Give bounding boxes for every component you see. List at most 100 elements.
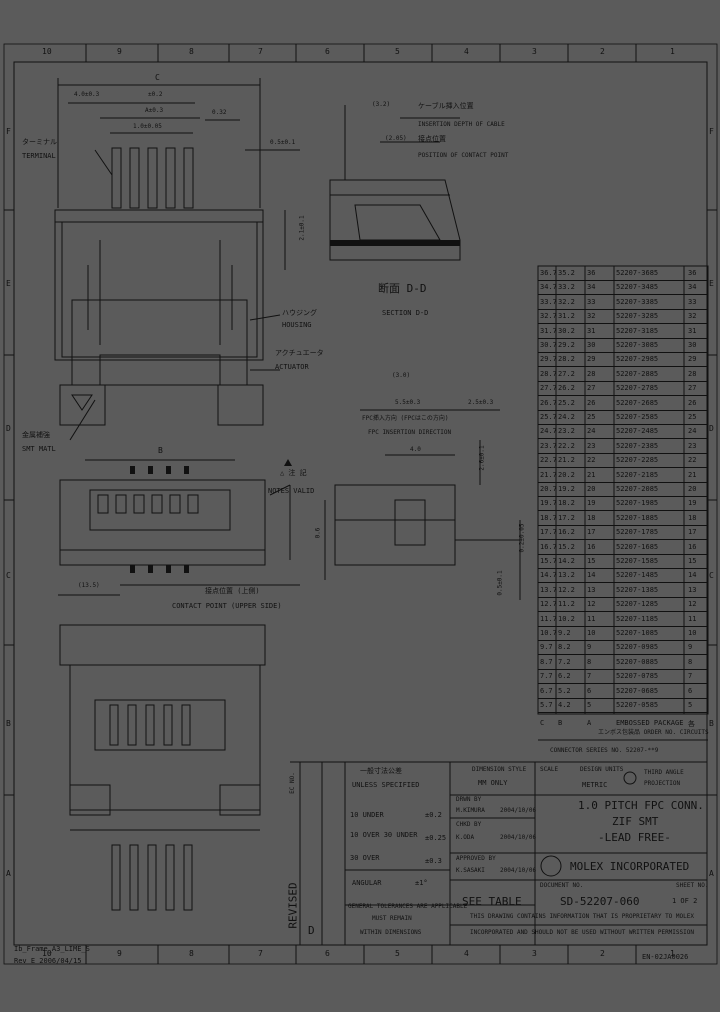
table-cell: 27	[688, 384, 697, 393]
ec-no: EC NO.	[288, 772, 296, 794]
tol1-range: 10 UNDER	[350, 811, 384, 819]
rev-letter: D	[308, 924, 315, 937]
table-cell: 29.7	[540, 355, 557, 364]
table-cell: 52207-2585	[616, 413, 659, 421]
table-cell: 36	[587, 269, 596, 277]
sec-contact-jp: 接点位置	[418, 135, 446, 143]
table-cell: 8	[688, 657, 693, 666]
table-cell: 5.7	[540, 701, 553, 709]
table-cell: 30.7	[540, 341, 557, 349]
table-cell: 52207-2485	[616, 427, 659, 436]
row-label: B	[709, 719, 714, 728]
table-cell: 20.7	[540, 485, 557, 493]
table-cell: 7.7	[540, 672, 553, 681]
section-label-jp: 断面 D-D	[378, 282, 427, 295]
actuator-label: ACTUATOR	[275, 363, 309, 371]
table-cell: 8.7	[540, 657, 553, 666]
col-label: 9	[117, 949, 122, 958]
col-label: 8	[189, 47, 194, 56]
table-cell: 21	[688, 470, 697, 479]
revised: REVISED	[286, 882, 300, 929]
row-label: B	[6, 719, 11, 728]
table-cell: 52207-0585	[616, 701, 659, 709]
table-cell: 18	[587, 513, 596, 522]
col-label: 9	[117, 47, 122, 56]
col-label: 3	[532, 47, 537, 56]
table-cell: 16	[587, 542, 596, 551]
appr-date: 2004/10/06	[500, 867, 537, 874]
connector-series: CONNECTOR SERIES NO. 52207-**9	[550, 747, 659, 754]
footer-template: Ib_Frame_A3_LIME_S	[14, 945, 90, 953]
table-cell: 25.7	[540, 413, 557, 421]
table-cell: 5	[587, 701, 592, 709]
table-cell: 11.2	[558, 600, 575, 609]
row-label: F	[6, 127, 11, 136]
table-cell: 29	[587, 355, 596, 364]
contact-jp: 接点位置 (上側)	[205, 587, 260, 595]
row-label: C	[6, 571, 11, 580]
table-cell: 52207-0685	[616, 686, 659, 695]
table-header2: エンボス包装品 ORDER NO. CIRCUITS	[598, 729, 709, 736]
table-cell: 24	[587, 427, 596, 436]
table-cell: 32.2	[558, 297, 575, 306]
dim-c: C	[155, 73, 160, 82]
sheet-label: SHEET NO.	[676, 882, 709, 889]
dim-032: 0.32	[212, 109, 227, 116]
tol1: ±0.2	[425, 811, 442, 819]
fpc-label: FPC INSERTION DIRECTION	[368, 429, 452, 436]
table-cell: 29.2	[558, 341, 575, 349]
table-cell: 9	[587, 643, 592, 652]
metal-jp: 金属補強	[22, 431, 50, 439]
table-cell: 23.2	[558, 427, 575, 436]
col-label: 4	[464, 47, 469, 56]
row-label: D	[709, 424, 714, 433]
table-cell: 21	[587, 470, 596, 479]
table-cell: 26.7	[540, 398, 557, 407]
tol3: ±0.3	[425, 857, 442, 865]
table-cell: 19.2	[558, 485, 575, 493]
table-cell: 52207-2885	[616, 369, 659, 378]
col-label: 8	[189, 949, 194, 958]
contact-label: CONTACT POINT (UPPER SIDE)	[172, 602, 282, 610]
table-cell: 36	[688, 269, 697, 277]
table-cell: 24.2	[558, 413, 575, 421]
table-cell: 36.7	[540, 269, 557, 277]
table-cell: 52207-1785	[616, 528, 659, 537]
table-cell: 27.7	[540, 384, 557, 393]
table-cell: 8	[587, 657, 592, 666]
dim-a: A±0.3	[145, 107, 164, 114]
table-cell: 22.7	[540, 456, 557, 465]
table-cell: 15.7	[540, 557, 557, 565]
housing-jp: ハウジング	[282, 309, 317, 317]
side-dim-06: 0.6	[314, 527, 322, 539]
table-cell: 52207-2185	[616, 470, 659, 479]
table-cell: 18	[688, 513, 697, 522]
table-cell: 52207-1985	[616, 499, 659, 508]
tol2: ±0.25	[425, 834, 447, 842]
col-label: 10	[42, 949, 52, 958]
table-cell: 9.2	[558, 629, 571, 637]
proprietary1: THIS DRAWING CONTAINS INFORMATION THAT I…	[470, 913, 694, 920]
section-label: SECTION D-D	[382, 309, 429, 317]
side-dim-26: 2.6±0.1	[478, 445, 486, 471]
tol3-range: 30 OVER	[350, 854, 380, 862]
dim-side: 2.1±0.1	[298, 215, 306, 241]
dim-pitch: 1.0±0.05	[133, 123, 162, 130]
table-cell: 25.2	[558, 398, 575, 407]
table-cell: 26	[688, 398, 697, 407]
table-cell: 13	[688, 585, 697, 594]
col-label: 5	[395, 47, 400, 56]
